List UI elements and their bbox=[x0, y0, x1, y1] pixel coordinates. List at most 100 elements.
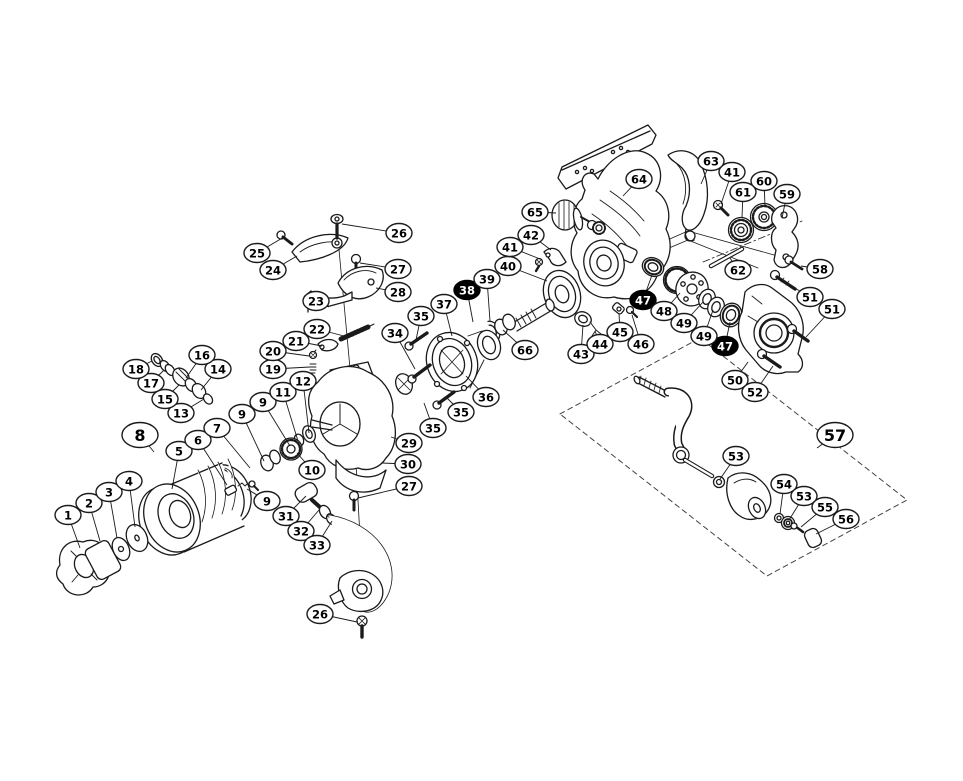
callout-1: 1 bbox=[54, 504, 82, 549]
callout-bubble bbox=[472, 386, 500, 408]
callout-23: 23 bbox=[302, 290, 330, 312]
lever-and-screw bbox=[536, 248, 567, 271]
callout-bubble bbox=[790, 485, 818, 507]
callout-bubble bbox=[259, 340, 287, 362]
callout-number: 18 bbox=[128, 363, 144, 377]
callout-number: 62 bbox=[730, 264, 746, 278]
callout-bubble bbox=[670, 312, 698, 334]
callout-number: 24 bbox=[265, 264, 281, 278]
callout-47: 47 bbox=[629, 274, 657, 311]
callout-number: 15 bbox=[157, 393, 173, 407]
callout-bubble bbox=[770, 473, 798, 495]
callout-bubble bbox=[473, 268, 501, 290]
callout-30: 30 bbox=[380, 453, 422, 475]
callout-51: 51 bbox=[805, 298, 846, 338]
callout-41: 41 bbox=[496, 236, 541, 260]
callout-number: 6 bbox=[194, 434, 202, 448]
callout-53: 53 bbox=[719, 445, 750, 480]
callout-2: 2 bbox=[75, 492, 103, 542]
callout-bubble bbox=[697, 150, 725, 172]
callout-bubble bbox=[287, 520, 315, 542]
callout-number: 49 bbox=[676, 317, 692, 331]
callout-63: 63 bbox=[697, 150, 725, 185]
drive-gears bbox=[711, 204, 798, 268]
callout-bubble bbox=[272, 505, 300, 527]
callout-37: 37 bbox=[430, 293, 458, 337]
callout-number: 35 bbox=[425, 422, 441, 436]
rotor-nut-parts bbox=[572, 302, 637, 336]
callout-35: 35 bbox=[446, 397, 475, 423]
callout-number: 30 bbox=[400, 458, 416, 472]
clicker-parts bbox=[310, 324, 375, 373]
callout-47: 47 bbox=[711, 321, 739, 357]
callout-bubble bbox=[228, 403, 256, 425]
drag-assembly bbox=[552, 200, 605, 234]
callout-number: 41 bbox=[724, 166, 740, 180]
callout-bubble bbox=[690, 325, 718, 347]
handle-subassembly-box bbox=[560, 338, 907, 576]
callout-bubble bbox=[204, 358, 232, 380]
callout-number: 3 bbox=[105, 486, 113, 500]
callout-number: 51 bbox=[824, 303, 840, 317]
callout-bubble bbox=[711, 335, 739, 357]
callout-bubble bbox=[811, 496, 839, 518]
callout-number: 53 bbox=[728, 450, 744, 464]
callout-46: 46 bbox=[627, 314, 655, 355]
callout-number: 25 bbox=[249, 247, 265, 261]
callout-bubble bbox=[121, 421, 159, 449]
bail-assembly bbox=[293, 480, 391, 637]
callout-number: 29 bbox=[401, 437, 417, 451]
callout-number: 45 bbox=[612, 326, 628, 340]
callout-bubble bbox=[407, 305, 435, 327]
callout-bubble bbox=[718, 161, 746, 183]
callout-number: 2 bbox=[85, 497, 93, 511]
callout-bubble bbox=[306, 603, 334, 625]
callout-bubble bbox=[806, 258, 834, 280]
callout-43: 43 bbox=[567, 324, 595, 365]
callout-number: 35 bbox=[413, 310, 429, 324]
callout-31: 31 bbox=[272, 495, 307, 527]
callout-66: 66 bbox=[502, 329, 539, 361]
callout-50: 50 bbox=[721, 361, 749, 391]
callout-number: 31 bbox=[278, 510, 294, 524]
callout-48: 48 bbox=[650, 292, 681, 322]
callout-bubble bbox=[137, 372, 165, 394]
callout-13: 13 bbox=[167, 398, 205, 424]
callout-number: 54 bbox=[776, 478, 792, 492]
callout-number: 41 bbox=[502, 241, 518, 255]
callout-bubble bbox=[165, 440, 193, 462]
callout-number: 36 bbox=[478, 391, 494, 405]
callout-12: 12 bbox=[289, 370, 317, 434]
callout-14: 14 bbox=[200, 358, 232, 391]
callout-45: 45 bbox=[606, 312, 634, 343]
callout-15: 15 bbox=[151, 384, 180, 410]
callout-number: 11 bbox=[275, 386, 291, 400]
callout-34: 34 bbox=[381, 322, 416, 370]
callout-number: 47 bbox=[635, 294, 651, 308]
callout-bubble bbox=[773, 183, 801, 205]
rotor bbox=[259, 362, 396, 510]
callout-number: 9 bbox=[259, 396, 267, 410]
callout-bubble bbox=[54, 504, 82, 526]
callout-number: 22 bbox=[309, 323, 325, 337]
callout-bubble bbox=[289, 370, 317, 392]
callout-bubble bbox=[303, 318, 331, 340]
spool bbox=[129, 458, 260, 564]
callout-58: 58 bbox=[800, 258, 834, 280]
callout-8: 8 bbox=[121, 421, 159, 453]
callout-44: 44 bbox=[586, 330, 614, 355]
callout-28: 28 bbox=[375, 281, 412, 303]
callout-number: 27 bbox=[401, 480, 417, 494]
callout-bubble bbox=[115, 470, 143, 492]
callout-64: 64 bbox=[622, 168, 653, 197]
callout-bubble bbox=[419, 417, 447, 439]
callout-number: 27 bbox=[390, 263, 406, 277]
callout-bubble bbox=[430, 293, 458, 315]
callout-number: 9 bbox=[238, 408, 246, 422]
callout-35: 35 bbox=[419, 402, 447, 439]
callout-bubble bbox=[521, 201, 549, 223]
callout-number: 61 bbox=[735, 186, 751, 200]
callout-bubble bbox=[249, 391, 277, 413]
callout-number: 55 bbox=[817, 501, 833, 515]
